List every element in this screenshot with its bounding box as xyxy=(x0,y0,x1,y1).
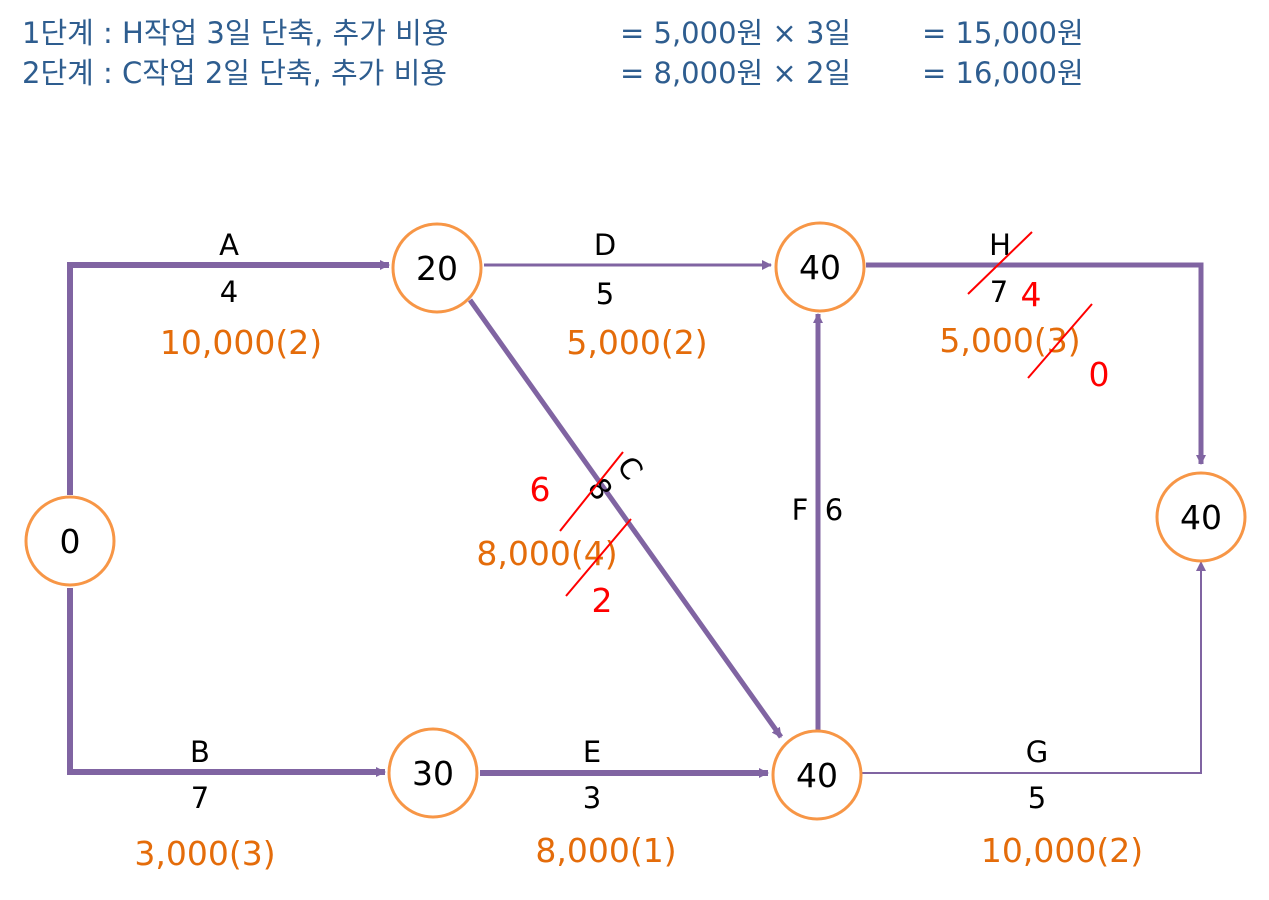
node-d-value: 40 xyxy=(799,248,841,287)
node-start-value: 0 xyxy=(60,522,81,561)
activity-a-name: A xyxy=(219,228,239,262)
node-b: 30 xyxy=(387,727,479,819)
node-d: 40 xyxy=(774,221,866,313)
activity-b-duration: 7 xyxy=(191,781,209,815)
activity-g-labels: G 5 10,000(2) xyxy=(981,735,1143,870)
activity-e-name: E xyxy=(583,735,601,769)
activity-h-name: H xyxy=(989,228,1011,262)
activity-f-duration: 6 xyxy=(825,493,843,527)
strike-c-duration xyxy=(559,451,624,532)
activity-b-cost: 3,000(3) xyxy=(134,834,275,873)
node-start: 0 xyxy=(24,495,116,587)
activity-d-labels: D 5 5,000(2) xyxy=(566,228,707,362)
step2-result: = 16,000원 xyxy=(922,56,1084,90)
node-end: 40 xyxy=(1155,471,1247,563)
step1-title: 1단계 : H작업 3일 단축, 추가 비용 xyxy=(22,16,449,50)
step2-title: 2단계 : C작업 2일 단축, 추가 비용 xyxy=(22,56,447,90)
activity-c-cost: 8,000(4) xyxy=(476,534,617,573)
activity-d-duration: 5 xyxy=(596,277,614,311)
node-b-value: 30 xyxy=(412,754,454,793)
activity-a-cost: 10,000(2) xyxy=(160,323,322,362)
activity-f-labels: F 6 xyxy=(792,493,844,527)
node-e-value: 40 xyxy=(796,756,838,795)
edge-a-arrow xyxy=(67,260,390,495)
node-end-value: 40 xyxy=(1180,498,1222,537)
nodes: 0 20 30 40 40 40 xyxy=(24,221,1247,821)
activity-d-cost: 5,000(2) xyxy=(566,323,707,362)
node-a-value: 20 xyxy=(416,249,458,288)
activity-e-labels: E 3 8,000(1) xyxy=(535,735,676,870)
activity-h-new-duration: 4 xyxy=(1021,275,1042,314)
activity-c-new-crash: 2 xyxy=(592,581,613,620)
activity-h-new-crash: 0 xyxy=(1089,355,1110,394)
strike-c-crash xyxy=(565,518,632,597)
step1-result: = 15,000원 xyxy=(922,16,1084,50)
activity-b-labels: B 7 3,000(3) xyxy=(134,735,275,873)
activity-a-duration: 4 xyxy=(220,275,238,309)
activity-e-cost: 8,000(1) xyxy=(535,831,676,870)
activity-c-labels: C 8 8,000(4) 6 2 xyxy=(476,450,649,620)
step2-formula: = 8,000원 × 2일 xyxy=(620,56,851,90)
activity-h-cost: 5,000(3) xyxy=(939,321,1080,360)
header: 1단계 : H작업 3일 단축, 추가 비용 = 5,000원 × 3일 = 1… xyxy=(22,16,1084,90)
activity-d-name: D xyxy=(594,228,616,262)
activity-g-duration: 5 xyxy=(1028,781,1046,815)
activity-g-name: G xyxy=(1026,735,1048,769)
step1-formula: = 5,000원 × 3일 xyxy=(620,16,851,50)
edge-c-arrow xyxy=(467,298,784,739)
activity-a-labels: A 4 10,000(2) xyxy=(160,228,322,362)
activity-h-labels: H 7 5,000(3) 4 0 xyxy=(939,228,1109,394)
activity-g-cost: 10,000(2) xyxy=(981,831,1143,870)
edges xyxy=(67,260,1206,778)
activity-b-name: B xyxy=(190,735,210,769)
activity-c-new-duration: 6 xyxy=(530,470,551,509)
activity-e-duration: 3 xyxy=(583,781,601,815)
activity-h-duration: 7 xyxy=(990,275,1008,309)
edge-h-arrow xyxy=(866,262,1206,465)
strike-h-duration xyxy=(967,231,1033,295)
node-a: 20 xyxy=(391,222,483,314)
edge-b-arrow xyxy=(67,588,386,777)
activity-f-name: F xyxy=(792,493,809,527)
node-e: 40 xyxy=(771,729,863,821)
edge-g-arrow xyxy=(862,561,1206,774)
strike-h-crash xyxy=(1027,303,1093,379)
